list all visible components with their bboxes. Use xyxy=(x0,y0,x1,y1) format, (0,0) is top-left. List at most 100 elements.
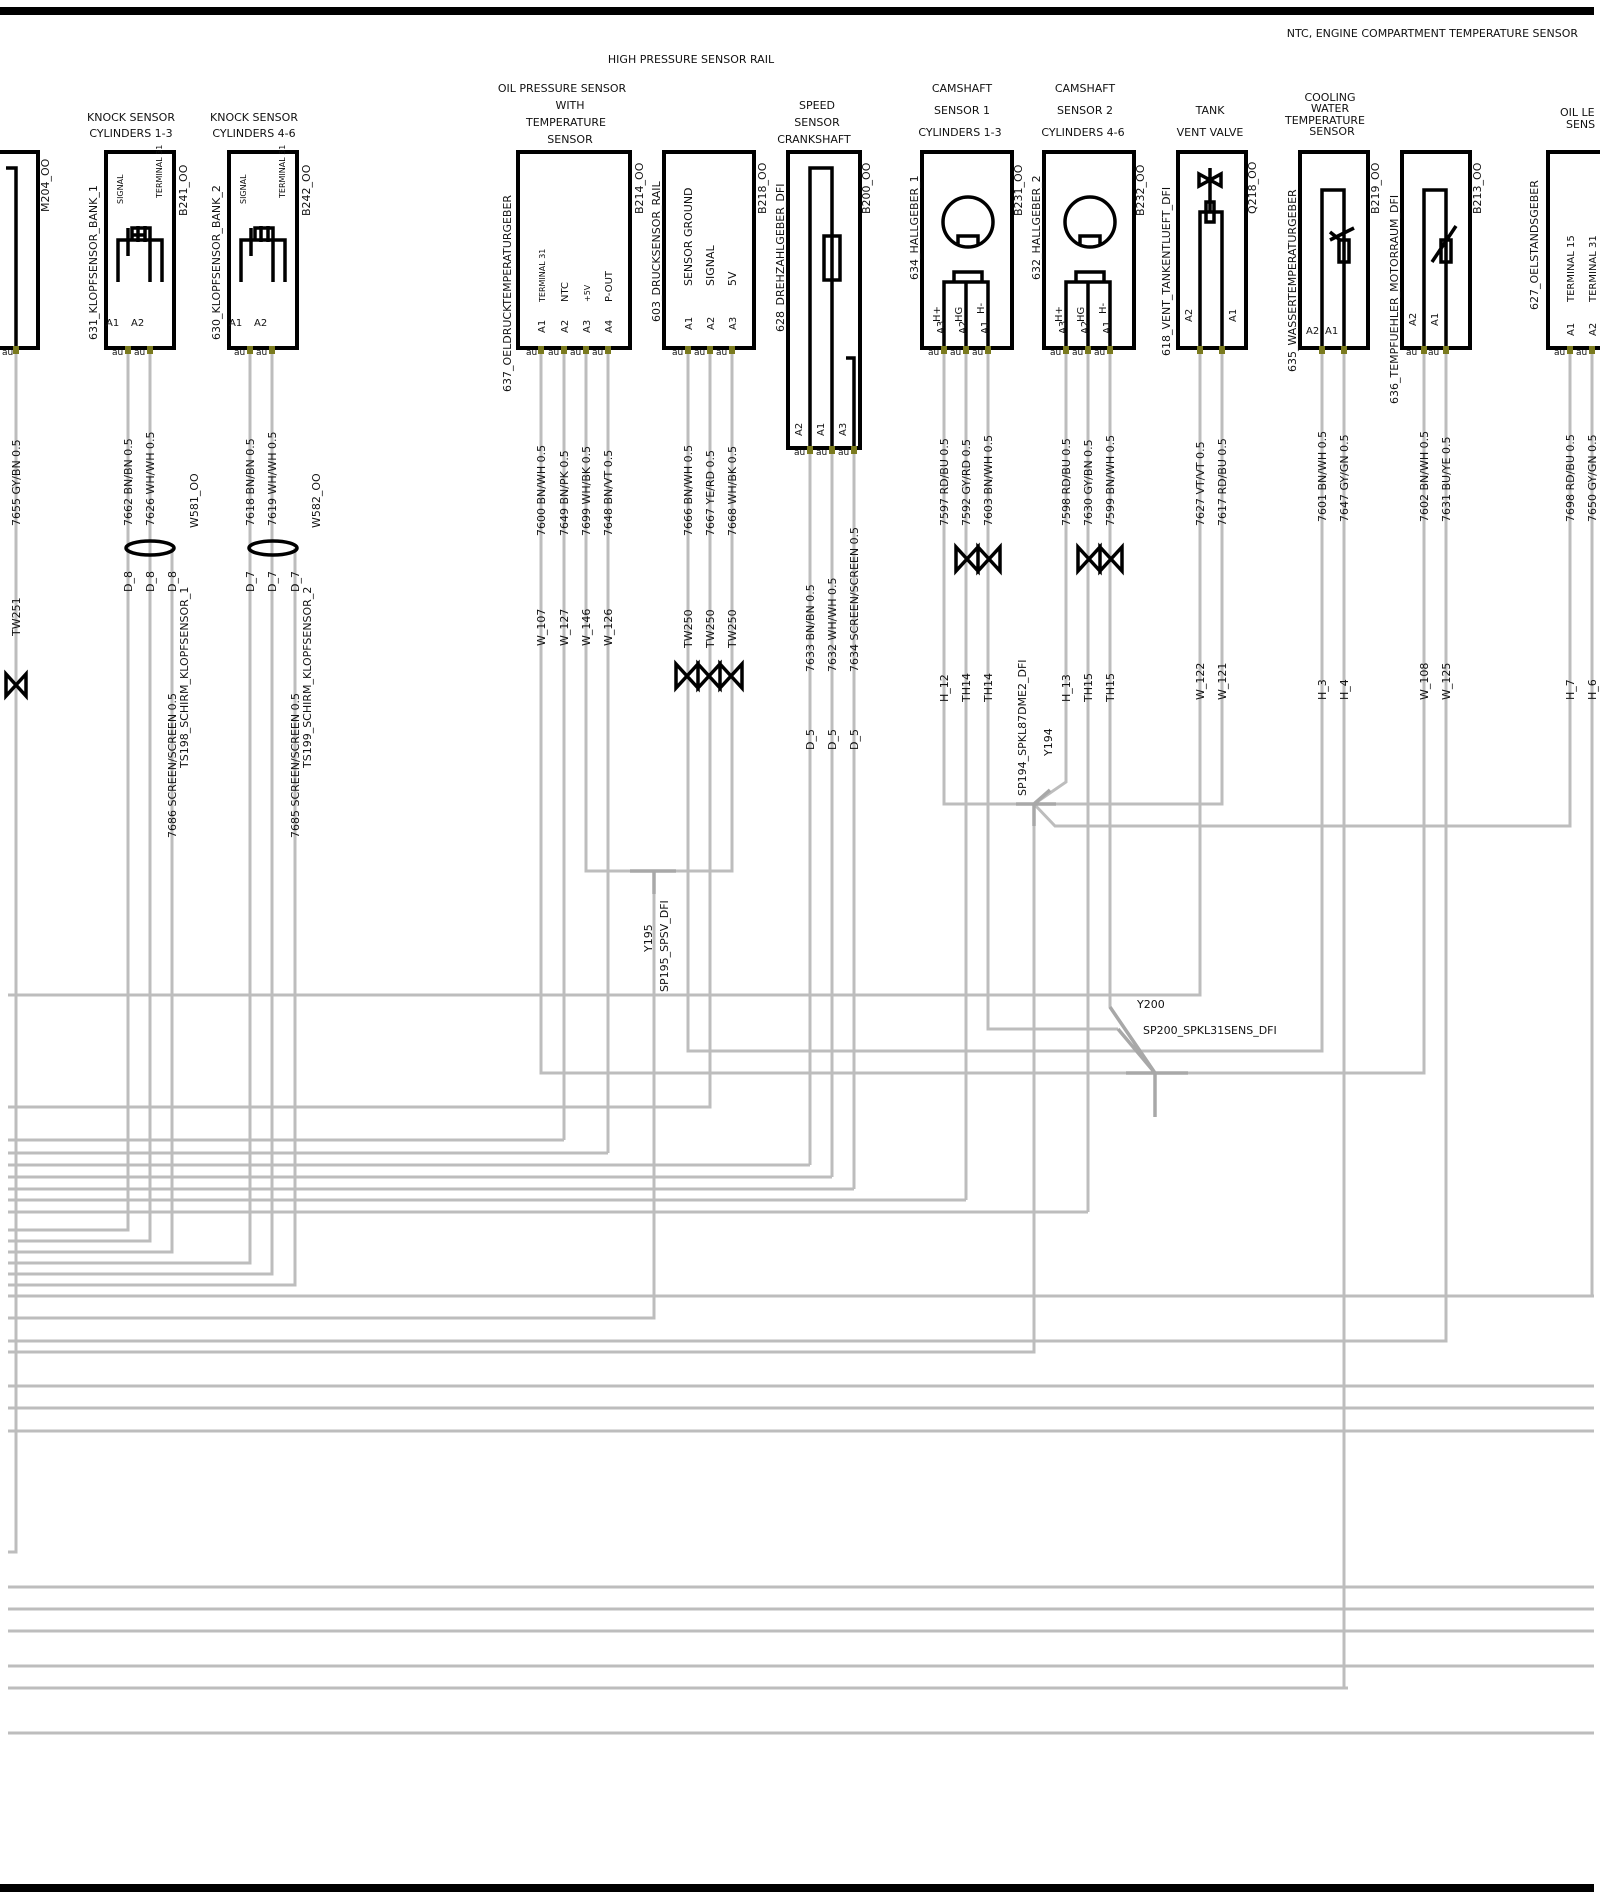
component-ntc-engine-compartment[interactable]: A2 A1 636_TEMPFUEHLER_MOTORRAUM_DFI B213… xyxy=(1388,150,1484,404)
wire-label: 7686 SCREEN/SCREEN 0.5 xyxy=(166,693,179,838)
connector-label: TH15 xyxy=(1082,673,1095,703)
component-rail-pressure-sensor[interactable]: SENSOR GROUND SIGNAL 5V A1 A2 A3 603_DRU… xyxy=(650,150,769,350)
shield-symbols: W581_OO W582_OO xyxy=(124,473,323,557)
connector-label: H_7 xyxy=(1564,679,1577,700)
component-camshaft-sensor-1[interactable]: CAMSHAFT SENSOR 1 CYLINDERS 1-3 H+ HG H-… xyxy=(908,82,1025,350)
wire-label: 7617 RD/BU 0.5 xyxy=(1216,438,1229,526)
oil-name: 637_OELDRUCKTEMPERATURGEBER xyxy=(501,195,514,392)
m204-ref: M204_OO xyxy=(39,158,52,212)
knock1-title-1: KNOCK SENSOR xyxy=(87,111,175,124)
cool-title-1: COOLING xyxy=(1304,91,1355,104)
connector-label: W_125 xyxy=(1440,663,1453,700)
connector-label: TW250 xyxy=(682,609,695,649)
wire-label: 7634 SCREEN/SCREEN 0.5 xyxy=(848,527,861,672)
component-m204[interactable]: M204_OO xyxy=(0,150,52,350)
wire-label: 7597 RD/BU 0.5 xyxy=(938,438,951,526)
wire-7602 xyxy=(1155,352,1426,1075)
connector-label: W_126 xyxy=(602,609,615,646)
knock1-signal: SIGNAL xyxy=(116,174,125,204)
wire-7617 xyxy=(1034,352,1224,806)
component-crankshaft-sensor[interactable]: SPEED SENSOR CRANKSHAFT A2 A1 A3 628_DRE… xyxy=(774,99,873,450)
cool-ref: B219_OO xyxy=(1369,162,1382,214)
ntc-pin-a1: A1 xyxy=(1430,313,1441,326)
component-camshaft-sensor-2[interactable]: CAMSHAFT SENSOR 2 CYLINDERS 4-6 H+ HG H-… xyxy=(1030,82,1147,350)
wire-label: 7592 GY/RD 0.5 xyxy=(960,439,973,526)
cam1-fn-hplus: H+ xyxy=(932,306,943,322)
wire-7626 xyxy=(8,352,152,1243)
connector-label: H_4 xyxy=(1338,679,1351,700)
pin-tag: au xyxy=(950,348,961,358)
pin-tag: au xyxy=(1072,348,1083,358)
cam1-pin-a3: A3 xyxy=(936,321,947,334)
component-oil-pressure-sensor[interactable]: OIL PRESSURE SENSOR WITH TEMPERATURE SEN… xyxy=(498,82,646,392)
knock1-pin-a1: A1 xyxy=(106,318,119,329)
cam1-title-2: SENSOR 1 xyxy=(934,104,990,117)
cam2-name: 632_HALLGEBER_2 xyxy=(1030,175,1043,280)
pin-tag: au xyxy=(838,448,849,458)
knock2-title-1: KNOCK SENSOR xyxy=(210,111,298,124)
wire-label: 7599 BN/WH 0.5 xyxy=(1104,435,1117,526)
wire-label: 7662 BN/BN 0.5 xyxy=(122,438,135,526)
crank-title-3: CRANKSHAFT xyxy=(777,133,851,146)
oil-title-3: TEMPERATURE xyxy=(525,116,606,129)
cam2-fn-hplus: H+ xyxy=(1054,306,1065,322)
component-oil-level-sensor[interactable]: OIL LE SENS TERMINAL 15 TERMINAL 31 A1 A… xyxy=(1528,106,1600,350)
crank-pin-a3: A3 xyxy=(838,423,849,436)
wire-7618 xyxy=(8,352,252,1265)
component-cooling-water-sensor[interactable]: COOLING WATER TEMPERATURE SENSOR A2 A1 6… xyxy=(1284,91,1382,372)
cam2-title-2: SENSOR 2 xyxy=(1057,104,1113,117)
pin-tag: au xyxy=(548,348,559,358)
rail-pin-a3: A3 xyxy=(728,317,739,330)
splice-ts199: TS199_SCHIRM_KLOPFSENSOR_2 xyxy=(301,587,314,769)
pin-tag: au xyxy=(694,348,705,358)
knock2-symbol xyxy=(239,226,287,282)
cam2-hall-icon xyxy=(1063,195,1117,249)
component-knock-sensor-1[interactable]: KNOCK SENSOR CYLINDERS 1-3 SIGNAL TERMIN… xyxy=(87,111,190,350)
oil-pin-a3: A3 xyxy=(582,320,593,333)
pin-tag: au xyxy=(794,448,805,458)
tank-pin-a2: A2 xyxy=(1184,309,1195,322)
cool-title-4: SENSOR xyxy=(1309,125,1355,138)
component-knock-sensor-2[interactable]: KNOCK SENSOR CYLINDERS 4-6 SIGNAL TERMIN… xyxy=(210,111,313,350)
connector-label: D_7 xyxy=(266,571,279,592)
pin-tag: au xyxy=(256,348,267,358)
tank-valve-icon xyxy=(1197,168,1224,348)
wire-label: 7603 BN/WH 0.5 xyxy=(982,435,995,526)
wire-sp194-right xyxy=(1032,352,1572,828)
pin-tag: au xyxy=(1576,348,1587,358)
ntc-name: 636_TEMPFUEHLER_MOTORRAUM_DFI xyxy=(1388,195,1401,404)
cool-title-3: TEMPERATURE xyxy=(1284,114,1365,127)
pin-tag: au xyxy=(1094,348,1105,358)
splice-sp194: SP194_SPKL87DME2_DFI xyxy=(1016,659,1029,796)
oil-title-1: OIL PRESSURE SENSOR xyxy=(498,82,627,95)
connector-label: TW250 xyxy=(726,609,739,649)
connector-label: D_5 xyxy=(848,729,861,750)
pin-tag: au xyxy=(1554,348,1565,358)
cool-pin-a2: A2 xyxy=(1306,326,1319,337)
component-tank-vent-valve[interactable]: TANK VENT VALVE A2 A1 618_VENT_TANKENTLU… xyxy=(1160,104,1259,356)
cam1-ref: B231_OO xyxy=(1012,164,1025,216)
connector-label: H_6 xyxy=(1586,679,1599,700)
connector-label: W_122 xyxy=(1194,663,1207,700)
shield-label-1: W581_OO xyxy=(188,473,201,528)
rail-name: 603_DRUCKSENSOR_RAIL xyxy=(650,181,663,322)
pin-tag: au xyxy=(1428,348,1439,358)
wire-7601 xyxy=(1155,352,1324,1053)
cam2-ref: B232_OO xyxy=(1134,164,1147,216)
crank-pin-a1: A1 xyxy=(816,423,827,436)
splice-y195: Y195 xyxy=(642,924,655,953)
tank-title-1: TANK xyxy=(1195,104,1226,117)
wire-label: 7667 YE/RD 0.5 xyxy=(704,450,717,536)
pin-tag: au xyxy=(672,348,683,358)
connector-label: W_107 xyxy=(535,609,548,646)
pin-tag: au xyxy=(570,348,581,358)
oil-title-4: SENSOR xyxy=(547,133,593,146)
cam1-name: 634_HALLGEBER_1 xyxy=(908,175,921,280)
connector-label: W_121 xyxy=(1216,663,1229,700)
cam1-fn-hg: HG xyxy=(954,307,965,322)
pin-tag: au xyxy=(526,348,537,358)
oillevel-pin-a2: A2 xyxy=(1588,323,1599,336)
cam2-pin-a1: A1 xyxy=(1102,321,1113,334)
top-border xyxy=(0,7,1594,15)
